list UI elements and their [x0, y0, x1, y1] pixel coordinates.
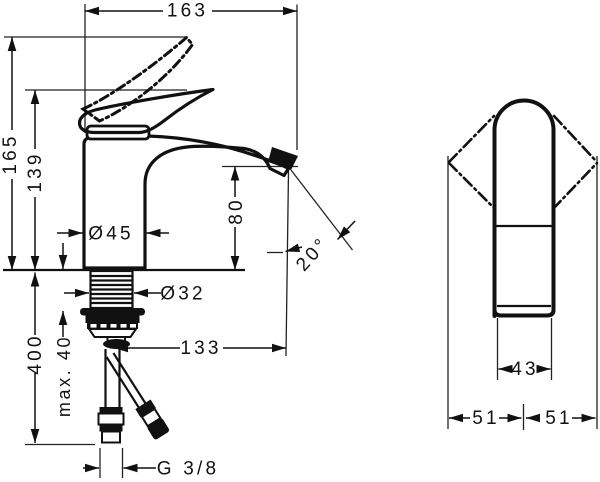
- faucet-front-silhouette: [492, 98, 556, 318]
- dimension-hose-length: 400: [25, 272, 46, 443]
- dimension-body-width: 43: [498, 359, 551, 380]
- dimension-shank-diameter: Ø32: [64, 284, 206, 305]
- dim-label-connection-thread: G 3/8: [157, 459, 219, 480]
- dim-label-body-diameter: Ø45: [88, 224, 134, 245]
- dim-label-spout-height: 80: [226, 197, 247, 225]
- dim-label-hose-length: 400: [25, 333, 46, 374]
- handle-lever-raised-dashed: [80, 35, 195, 123]
- dimension-spout-height: 80: [226, 166, 247, 270]
- aerator-tip: [268, 147, 298, 170]
- dimension-height-handle-raised: 165: [0, 37, 21, 270]
- dimension-clearance-right: 51: [526, 408, 596, 429]
- front-view: 163 165 139 80 Ø45 m: [0, 1, 356, 480]
- dimension-height-handle: 139: [25, 90, 46, 270]
- dim-label-height-handle: 139: [25, 151, 46, 192]
- dim-label-clearance-left: 51: [472, 408, 500, 429]
- dimension-total-reach: 163: [85, 1, 297, 22]
- dim-label-shank-diameter: Ø32: [160, 284, 206, 305]
- side-reference-lines: [447, 156, 598, 430]
- dim-label-total-reach: 163: [167, 1, 208, 22]
- faucet-body-spout: [82, 134, 291, 270]
- mounting-hardware: [80, 308, 145, 349]
- hose-connector-angled: [135, 399, 170, 440]
- dim-label-max-counter-thickness: max. 40: [54, 335, 74, 417]
- dim-label-spray-angle: 20°: [292, 233, 333, 276]
- dim-label-clearance-right: 51: [545, 408, 573, 429]
- handle-swivel-envelope: [447, 114, 599, 211]
- reference-lines: [4, 4, 354, 478]
- threaded-shank: [89, 269, 134, 310]
- dim-label-spout-reach: 133: [180, 338, 221, 359]
- handle-lever: [77, 87, 215, 135]
- dim-label-body-width: 43: [511, 359, 539, 380]
- supply-hoses: [97, 349, 170, 444]
- dimension-spray-angle: 20°: [267, 220, 356, 276]
- dimension-max-counter-thickness: max. 40: [54, 243, 74, 417]
- dimension-connection-thread: G 3/8: [83, 459, 219, 480]
- dimension-clearance-left: 51: [449, 408, 522, 429]
- hose-connector-straight: [97, 407, 125, 444]
- dimension-spout-reach: 133: [114, 338, 286, 359]
- side-view: 43 51 51: [447, 98, 599, 430]
- dimension-body-diameter: Ø45: [57, 224, 169, 245]
- dim-label-height-handle-raised: 165: [0, 133, 21, 174]
